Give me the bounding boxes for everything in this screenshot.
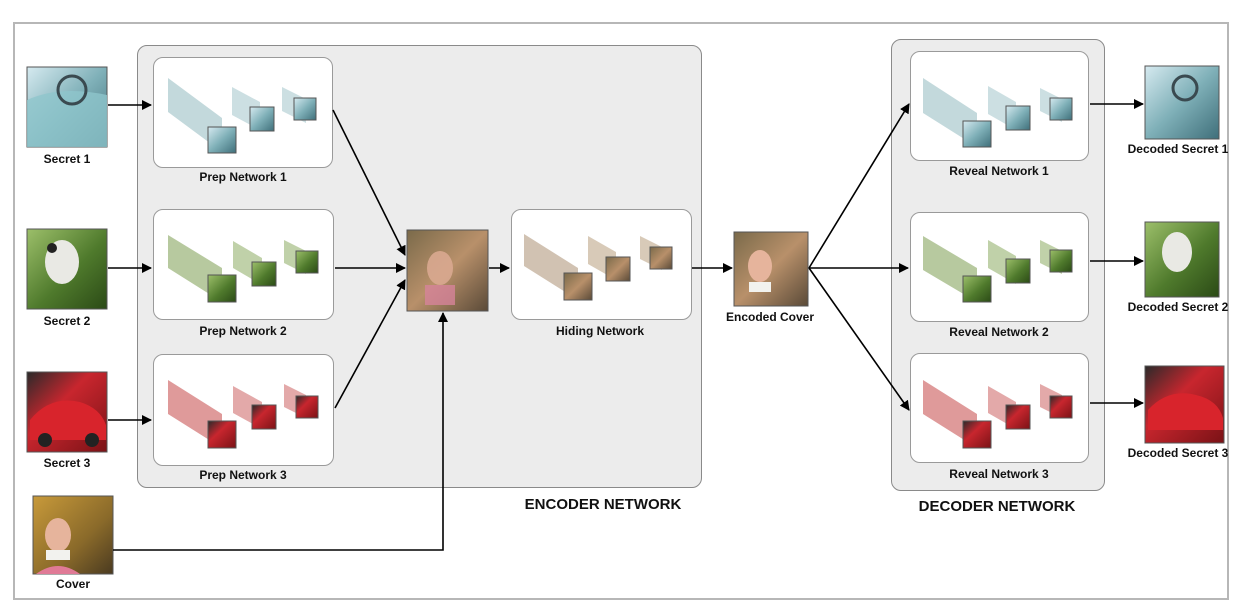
prep-network-3-label: Prep Network 3 <box>199 468 287 482</box>
secret-3-image <box>26 371 108 453</box>
arrow-prep3-to-container <box>334 279 406 409</box>
decoded-secret-3-image <box>1144 365 1225 444</box>
cover-image <box>32 495 114 575</box>
container-image <box>406 229 489 312</box>
reveal-network-2-layers <box>923 236 1073 303</box>
reveal-network-1-layers <box>923 78 1073 148</box>
reveal-network-3-layers <box>923 380 1073 449</box>
prep-network-2-layers <box>168 235 319 303</box>
reveal-network-2-label: Reveal Network 2 <box>949 325 1049 339</box>
reveal-network-1-label: Reveal Network 1 <box>949 164 1049 178</box>
secret-3-label: Secret 3 <box>43 456 91 470</box>
decoded-secret-1-image <box>1144 65 1220 140</box>
prep-network-1-label: Prep Network 1 <box>199 170 287 184</box>
encoded-cover-image <box>733 231 809 307</box>
encoded-cover-label: Encoded Cover <box>725 310 815 324</box>
decoded-secret-1-label: Decoded Secret 1 <box>1127 142 1229 156</box>
decoded-secret-2-image <box>1144 221 1220 298</box>
arrow-cover-to-container <box>113 312 448 551</box>
prep-network-3-layers <box>168 380 319 449</box>
arrows <box>108 99 1144 551</box>
secret-1-image <box>26 66 108 148</box>
arrow-prep1-to-container <box>332 109 406 256</box>
decoded-secret-3-label: Decoded Secret 3 <box>1127 446 1229 460</box>
prep-network-1-layers <box>168 78 317 154</box>
hiding-network-layers <box>524 234 673 301</box>
hiding-network-label: Hiding Network <box>555 324 645 338</box>
reveal-network-3-label: Reveal Network 3 <box>949 467 1049 481</box>
secret-2-image <box>26 228 108 310</box>
secret-1-label: Secret 1 <box>43 152 91 166</box>
cover-label: Cover <box>55 577 91 591</box>
secret-2-label: Secret 2 <box>43 314 91 328</box>
decoded-secret-2-label: Decoded Secret 2 <box>1127 300 1229 314</box>
prep-network-2-label: Prep Network 2 <box>199 324 287 338</box>
encoder-network-title: ENCODER NETWORK <box>524 496 682 513</box>
arrow-encoded-to-reveal1 <box>808 103 910 269</box>
arrow-encoded-to-reveal3 <box>808 267 910 411</box>
decoder-network-title: DECODER NETWORK <box>918 498 1076 515</box>
